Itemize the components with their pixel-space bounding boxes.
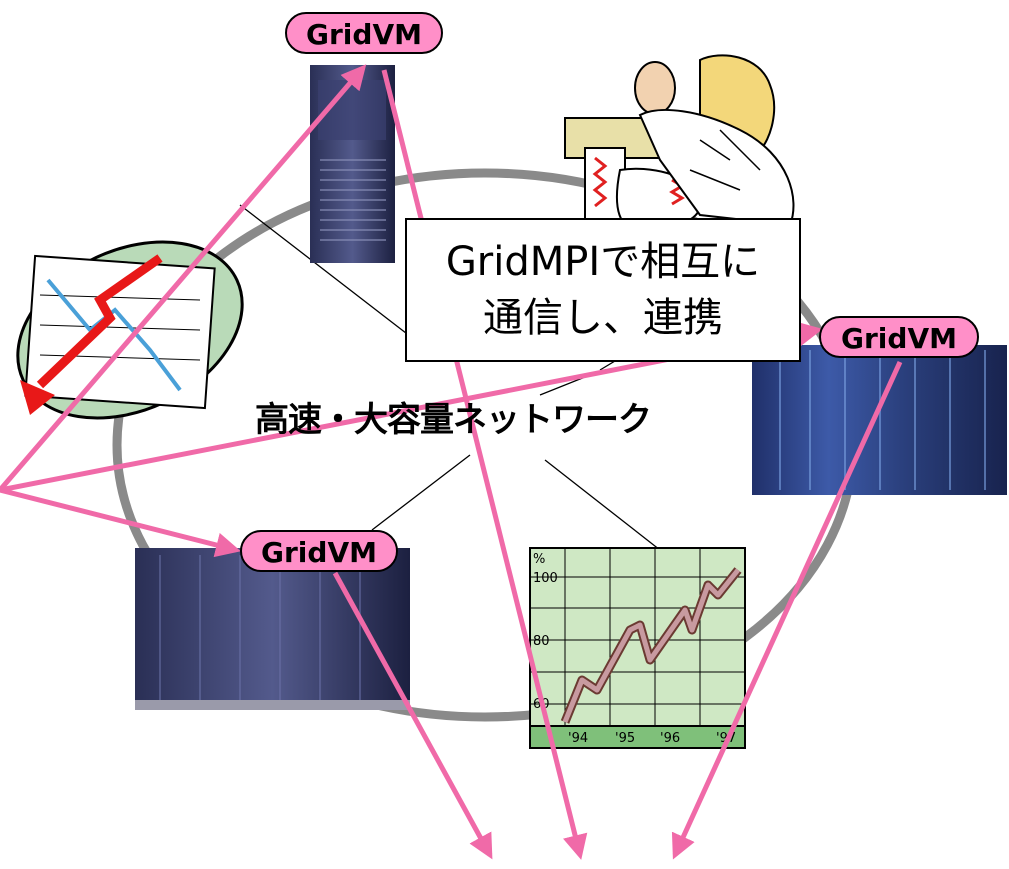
gridvm-node-top: GridVM bbox=[285, 12, 443, 54]
server-rack-right bbox=[752, 345, 1007, 495]
arrow bbox=[671, 360, 903, 860]
arrow bbox=[381, 69, 588, 860]
gridvm-node-right: GridVM bbox=[819, 316, 979, 358]
chart-y-tick-label: 100 bbox=[533, 571, 558, 586]
network-label: 高速・大容量ネットワーク bbox=[255, 400, 652, 440]
callout-line-2: 通信し、連携 bbox=[483, 295, 723, 341]
arrow bbox=[332, 571, 493, 860]
server-rack-top bbox=[310, 65, 395, 263]
callout-box: GridMPIで相互に 通信し、連携 bbox=[405, 218, 801, 362]
chart-unit-label: % bbox=[533, 552, 545, 567]
gridvm-node-bottom: GridVM bbox=[240, 530, 398, 572]
server-rack-bottom-left bbox=[135, 548, 410, 710]
chart-x-tick-label: '96 bbox=[660, 731, 680, 746]
arrow bbox=[0, 487, 241, 558]
chart-footer-bar bbox=[529, 725, 746, 749]
scientists-clipart bbox=[564, 54, 795, 232]
communication-arrows bbox=[0, 64, 903, 860]
chart-x-tick-label: '95 bbox=[615, 731, 635, 746]
callout-line-1: GridMPIで相互に bbox=[445, 239, 761, 285]
arrow bbox=[0, 64, 367, 492]
chart-x-tick-label: '94 bbox=[568, 731, 588, 746]
chart-y-tick-label: 80 bbox=[533, 634, 550, 649]
